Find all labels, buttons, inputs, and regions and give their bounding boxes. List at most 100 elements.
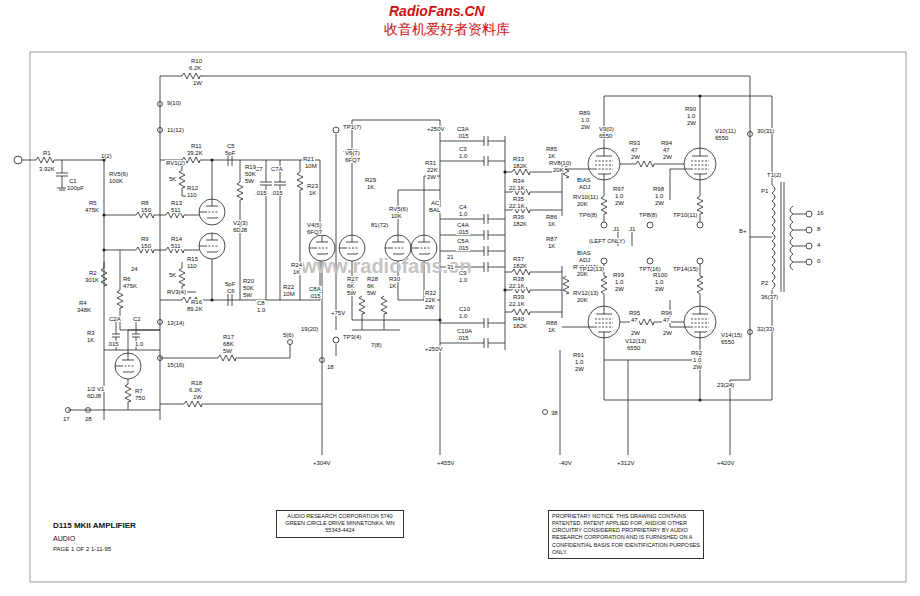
component-label: 6550 xyxy=(598,133,613,139)
component-label: 110 xyxy=(186,192,198,198)
component-label: R31 xyxy=(424,160,437,166)
component-label: R30 xyxy=(388,276,401,282)
component-label: 5W xyxy=(222,348,233,354)
component-label: R21 xyxy=(302,156,315,162)
component-label: V2(3) xyxy=(232,220,249,226)
component-label: 21 xyxy=(446,254,455,260)
component-label: 2W xyxy=(630,154,641,160)
component-label: R93 xyxy=(628,140,641,146)
component-label: 2W xyxy=(614,200,625,206)
component-label: 81(72) xyxy=(370,222,389,228)
component-label: ADJ xyxy=(578,184,591,190)
component-label: C10A xyxy=(456,328,473,334)
component-label: 150 xyxy=(140,243,152,249)
component-label: V10(11) xyxy=(714,128,737,134)
component-label: 301K xyxy=(84,277,100,283)
component-label: 1K xyxy=(366,184,375,190)
component-label: R90 xyxy=(684,106,697,112)
component-label: +420V xyxy=(716,460,736,466)
component-label: 182K xyxy=(512,163,528,169)
component-label: 1.0 xyxy=(256,307,266,313)
component-label: 5W xyxy=(242,292,253,298)
component-label: 20K xyxy=(576,297,589,303)
component-label: +312V xyxy=(616,460,636,466)
component-label: ADJ xyxy=(578,257,591,263)
component-label: 1(2) xyxy=(100,153,113,159)
component-label: 6DJ8 xyxy=(232,227,248,233)
component-label: R8 xyxy=(140,200,150,206)
component-label: 68K xyxy=(222,341,235,347)
component-label: C1 xyxy=(68,178,78,184)
component-label: R28 xyxy=(366,276,379,282)
component-label: 2W xyxy=(630,330,641,336)
component-label: 22K xyxy=(424,297,437,303)
component-label: 2W xyxy=(580,124,591,130)
component-label: R99 xyxy=(612,272,625,278)
component-label: 100K xyxy=(108,178,124,184)
box-text: PROPRIETARY NOTICE: THIS DRAWING CONTAIN… xyxy=(552,513,700,556)
component-label: R14 xyxy=(170,236,183,242)
pentode-symbol xyxy=(588,306,620,338)
component-label: V14(15) xyxy=(720,332,743,338)
component-label: T1(2) xyxy=(766,172,782,178)
component-label: 10M xyxy=(304,163,318,169)
triode-symbol xyxy=(115,353,141,379)
component-label: R27 xyxy=(346,276,359,282)
component-label: .015 xyxy=(254,190,268,196)
component-label: RV10(11) xyxy=(572,194,599,200)
component-label: 1.0 xyxy=(654,193,664,199)
component-label: 2W xyxy=(692,364,703,370)
component-label: -40V xyxy=(558,460,573,466)
component-label: R89 xyxy=(578,110,591,116)
component-label: 24 xyxy=(130,266,139,272)
component-label: 0 xyxy=(816,258,821,264)
wires xyxy=(14,73,812,455)
component-label: 5pF xyxy=(224,281,236,287)
component-label: R1 xyxy=(42,150,52,156)
component-label: 3.92K xyxy=(38,166,56,172)
component-label: RV3(4) xyxy=(166,289,187,295)
component-label: 1.0 xyxy=(458,153,468,159)
component-label: 32(33) xyxy=(756,326,775,332)
component-label: 22.1K xyxy=(508,203,526,209)
component-label: .015 xyxy=(456,245,470,251)
component-label: V4(5) xyxy=(306,222,323,228)
drawing-title: D115 MKII AMPLIFIER xyxy=(52,522,137,530)
component-label: 475K xyxy=(84,207,100,213)
component-label: R2 xyxy=(88,270,98,276)
component-label: 2W xyxy=(686,120,697,126)
component-label: 22.1K xyxy=(508,301,526,307)
component-label: 1K xyxy=(308,190,317,196)
component-label: C2A xyxy=(108,316,122,322)
triode-symbol xyxy=(199,233,225,259)
component-label: 5W xyxy=(366,290,377,296)
component-label: +304V xyxy=(312,460,332,466)
component-label: R5 xyxy=(88,200,98,206)
component-label: 17 xyxy=(62,416,71,422)
component-label: 50K xyxy=(244,171,257,177)
component-label: R92 xyxy=(690,350,703,356)
component-label: 5W xyxy=(244,178,255,184)
component-label: 6.2K xyxy=(188,387,202,393)
title-block-box: AUDIO RESEARCH CORPORATION 5740 GREEN CI… xyxy=(276,510,404,538)
component-label: C2 xyxy=(132,316,142,322)
component-label: R38 xyxy=(512,276,525,282)
component-label: TP8(8) xyxy=(638,212,658,218)
component-label: B+ xyxy=(738,228,748,234)
component-label: TP3(4) xyxy=(342,334,362,340)
component-label: J1 xyxy=(628,226,636,232)
component-label: 19(20) xyxy=(300,326,319,332)
component-label: V12(13) xyxy=(624,338,647,344)
component-label: R85 xyxy=(545,146,558,152)
component-label: C5 xyxy=(226,143,236,149)
component-label: 1K xyxy=(547,327,556,333)
junction-dots xyxy=(102,94,701,401)
component-label: 182K xyxy=(512,323,528,329)
component-label: J1 xyxy=(612,226,620,232)
component-label: 1K xyxy=(388,283,397,289)
component-label: 150 xyxy=(140,207,152,213)
component-label: 10M xyxy=(282,291,296,297)
component-label: 750 xyxy=(134,395,146,401)
component-label: 1K xyxy=(547,221,556,227)
component-label: 5(6) xyxy=(282,332,295,338)
